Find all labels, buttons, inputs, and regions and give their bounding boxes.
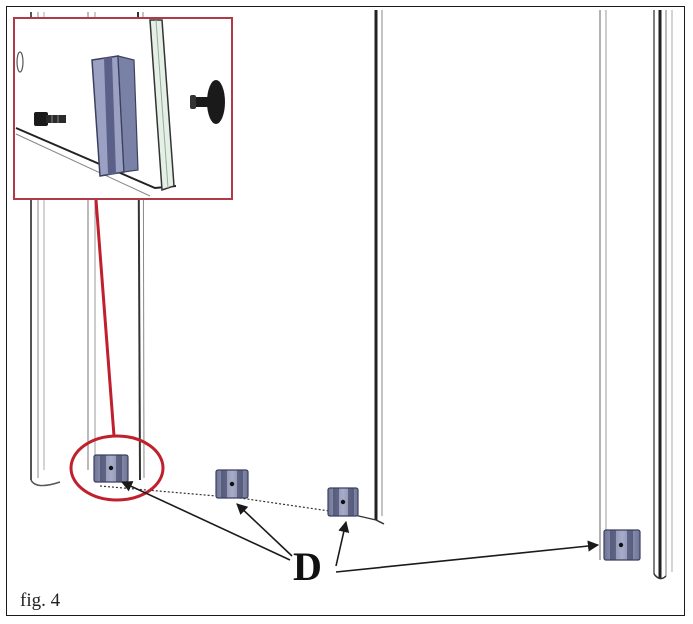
figure-caption: fig. 4 — [20, 590, 61, 611]
glass-edge — [149, 19, 175, 192]
door-clip-icon — [603, 529, 641, 561]
door-clip-icon — [93, 454, 129, 483]
callout-label-d: D — [293, 544, 322, 589]
door-clip-icon — [215, 469, 249, 499]
screw-icon — [34, 112, 66, 126]
arrow-icon — [120, 481, 600, 573]
door-clip-icon — [327, 487, 359, 517]
detail-inset — [13, 17, 233, 200]
door-clip-icon — [91, 55, 139, 177]
push-pin-icon — [190, 80, 225, 124]
right-wall-profile — [599, 10, 673, 580]
highlight-callout — [69, 199, 165, 502]
